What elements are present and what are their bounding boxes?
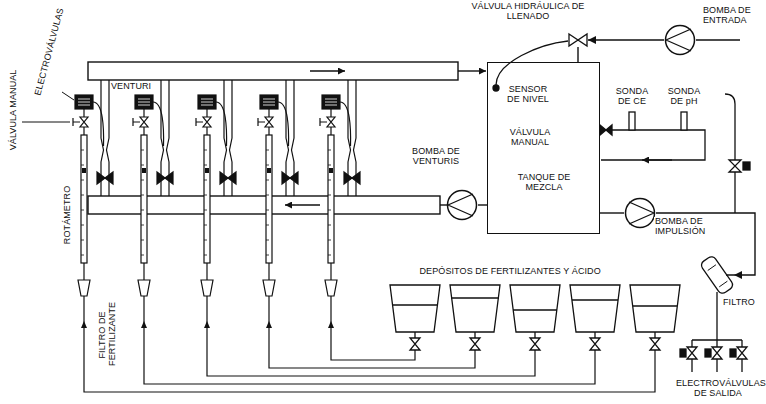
- pump-circle: [448, 191, 477, 220]
- tank-bucket: [450, 285, 500, 332]
- component-label: FILTRO: [722, 298, 756, 308]
- valve-symbol: [729, 160, 741, 172]
- leader-line: [22, 122, 70, 123]
- pump-node: BOMBA DE ENTRADA: [664, 24, 696, 56]
- solenoid-valve: [712, 347, 722, 359]
- pump-node: BOMBA DE IMPULSIÓN: [624, 197, 656, 229]
- pipe: [440, 204, 447, 205]
- component-label: BOMBA DE IMPULSIÓN: [654, 217, 724, 237]
- outlet-valves: [680, 298, 747, 372]
- filter-outline: [700, 252, 734, 298]
- valve-outline: [568, 33, 588, 47]
- inlet-pipe: [696, 39, 740, 40]
- valve-symbol: [410, 338, 420, 350]
- leader-line: [62, 92, 74, 100]
- manifolds: [88, 62, 486, 214]
- part-label: ELECTROVÁLVULAS DE SALIDA: [675, 379, 761, 399]
- suction-line: [84, 296, 655, 392]
- pump-circle: [626, 199, 655, 228]
- level-sensor: [493, 85, 499, 91]
- tank-bucket: [510, 285, 560, 332]
- flow-arrow: [266, 321, 272, 328]
- part-label: VÁLVULA MANUAL: [505, 128, 555, 148]
- valve-actuator: [730, 349, 736, 357]
- valve-actuator: [705, 349, 711, 357]
- ec-probe: [629, 112, 635, 130]
- part-label: SONDA DE pH: [664, 87, 704, 107]
- pipe-connector: [577, 47, 578, 62]
- pump-node: BOMBA DE VENTURIS: [446, 189, 478, 221]
- pipe-connector: [588, 39, 664, 40]
- pump-outline: [624, 197, 656, 229]
- venturi-column: [196, 80, 236, 296]
- flow-arrow: [328, 321, 334, 328]
- suction-lines: [84, 296, 655, 392]
- valve-symbol: [650, 338, 660, 350]
- suction-line: [269, 296, 475, 368]
- component-label: TANQUE DE MEZCLA: [509, 173, 579, 193]
- venturi-column: [320, 80, 360, 296]
- valve-actuator: [680, 349, 686, 357]
- pipe-connector: [600, 212, 624, 213]
- mixing-tank-fittings: [493, 40, 750, 213]
- flow-arrow: [204, 321, 210, 328]
- valve-actuator: [743, 162, 750, 170]
- solenoid-valve: [687, 347, 697, 359]
- part-label: SONDA DE CE: [612, 87, 652, 107]
- pump-triangle: [448, 194, 473, 216]
- flow-arrow: [285, 204, 320, 205]
- solenoid-valve: [737, 347, 747, 359]
- flow-arrow: [310, 70, 345, 71]
- filter-detail: [708, 265, 728, 287]
- flow-arrows: [81, 321, 334, 328]
- valve-symbol: [530, 338, 540, 350]
- filter-node: FILTRO: [700, 252, 734, 298]
- filter-port: [717, 275, 734, 298]
- part-label: VÁLVULA MANUAL: [9, 69, 19, 152]
- component-label: VÁLVULA HIDRÁULICA DE LLENADO: [468, 2, 588, 22]
- flow-arrow: [81, 321, 87, 328]
- flow-arrow: [141, 321, 147, 328]
- part-label: VENTURI: [110, 82, 152, 92]
- pipe-connector: [478, 204, 487, 205]
- pump-circle: [666, 26, 695, 55]
- control-line: [496, 41, 568, 85]
- part-label: FILTRO DE FERTILIZANTE: [98, 303, 118, 367]
- pump-triangle: [666, 29, 691, 51]
- part-label: SENSOR DE NIVEL: [502, 85, 554, 105]
- valve-symbol: [470, 338, 480, 350]
- venturi-column: [258, 80, 298, 296]
- sampling-loop: [601, 130, 705, 160]
- group-label: DEPÓSITOS DE FERTILIZANTES Y ÁCIDO: [419, 267, 602, 277]
- component-label: BOMBA DE VENTURIS: [406, 147, 466, 167]
- fertilizer-tanks: [390, 285, 680, 350]
- pipe: [692, 340, 742, 372]
- venturi-column: [73, 80, 113, 296]
- valve-bowtie: [569, 34, 587, 46]
- hydraulic-valve: VÁLVULA HIDRÁULICA DE LLENADO: [568, 33, 588, 47]
- liquid-level: [393, 298, 677, 310]
- part-label: ELECTROVÁLVULAS: [33, 6, 66, 97]
- valve-symbol: [590, 338, 600, 350]
- tank-bucket: [390, 285, 440, 332]
- pump-outline: [446, 189, 478, 221]
- leader-lines: [22, 92, 74, 122]
- venturi-column: [133, 80, 173, 296]
- ph-probe: [681, 112, 687, 130]
- component-label: BOMBA DE ENTRADA: [702, 6, 758, 26]
- upper-manifold: [88, 62, 458, 80]
- flow-arrow: [642, 159, 672, 160]
- pump-triangle: [629, 202, 654, 224]
- bypass-pipe: [725, 94, 735, 213]
- pump-outline: [664, 24, 696, 56]
- manual-valve: [600, 125, 612, 135]
- pipe: [415, 332, 655, 338]
- return-pipe: [458, 70, 486, 71]
- part-label: ROTÁMETRO: [63, 185, 73, 245]
- tank-bucket: [570, 285, 620, 332]
- tank-bucket: [630, 285, 680, 332]
